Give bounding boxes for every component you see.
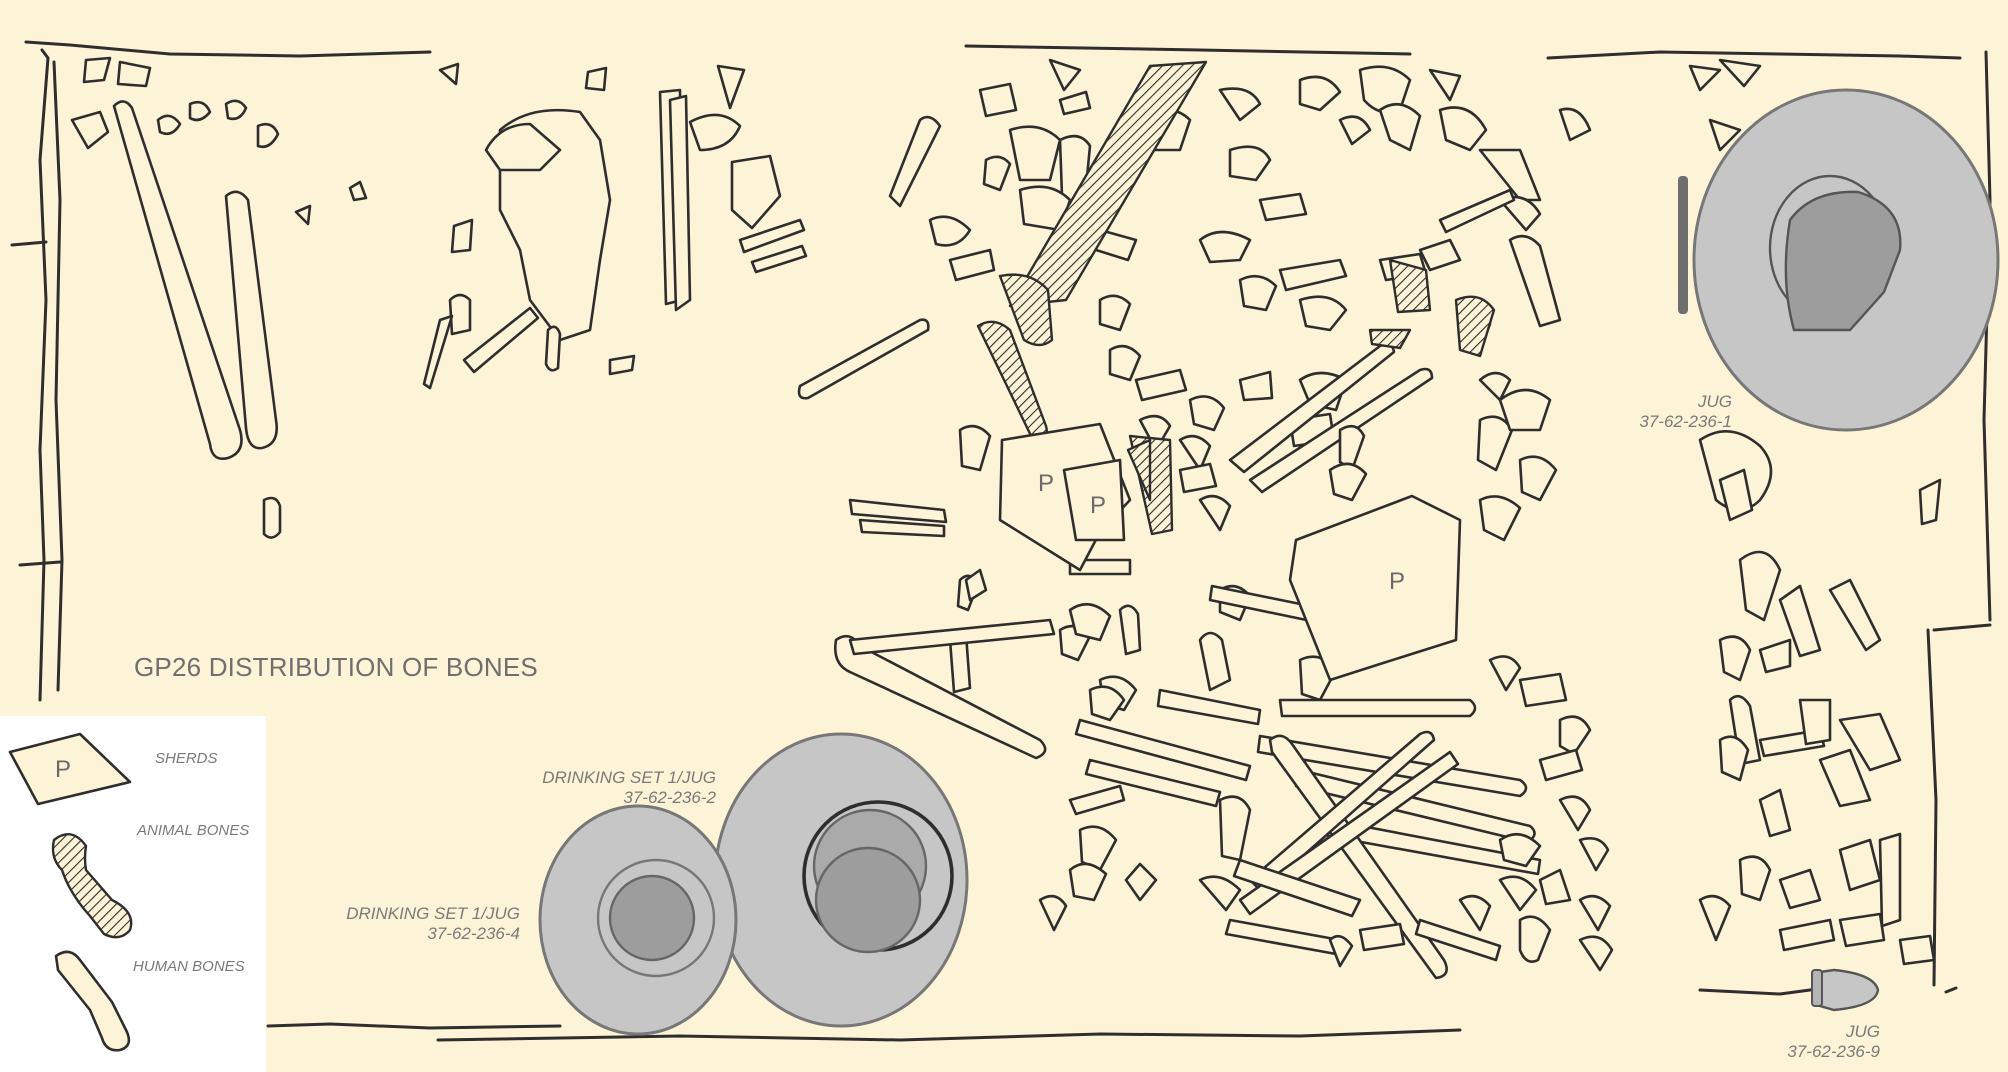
- vessel-drinking-set-2: [713, 732, 969, 1028]
- sherds: [998, 422, 1462, 682]
- human-bones-center: [797, 58, 1614, 980]
- vessel-label-jug-9: JUG 37-62-236-9: [1720, 1022, 1880, 1062]
- vessel-id-jug-9: 37-62-236-9: [1787, 1042, 1880, 1061]
- vessel-id-drinking-set-2: 37-62-236-2: [623, 788, 716, 807]
- human-bones-right: [1688, 58, 1942, 966]
- legend-label-sherds: SHERDS: [155, 750, 218, 767]
- sherd-mark-2: P: [1090, 492, 1107, 519]
- legend-label-animal-bones: ANIMAL BONES: [137, 822, 250, 839]
- human-bones-skull-cluster: [422, 62, 808, 390]
- legend-label-human-bones: HUMAN BONES: [133, 958, 245, 975]
- vessel-name-jug-9: JUG: [1846, 1022, 1880, 1041]
- vessel-label-drinking-set-2: DRINKING SET 1/JUG 37-62-236-2: [480, 768, 716, 808]
- vessel-name-drinking-set-2: DRINKING SET 1/JUG: [542, 768, 716, 787]
- vessel-id-jug-1: 37-62-236-1: [1639, 412, 1732, 431]
- animal-bones: [976, 60, 1496, 536]
- vessel-name-jug-1: JUG: [1698, 392, 1732, 411]
- sherd-mark-1: P: [1038, 470, 1055, 497]
- vessel-jug-1: [1678, 88, 2000, 432]
- plan-title: GP26 DISTRIBUTION OF BONES: [134, 652, 538, 682]
- human-bones-left: [70, 56, 368, 539]
- vessel-label-drinking-set-4: DRINKING SET 1/JUG 37-62-236-4: [284, 904, 520, 944]
- legend-sherd-mark: P: [55, 756, 72, 783]
- vessel-drinking-set-4: [538, 804, 738, 1036]
- vessel-id-drinking-set-4: 37-62-236-4: [427, 924, 520, 943]
- sherd-mark-3: P: [1389, 568, 1406, 595]
- vessel-jug-9: [1811, 968, 1880, 1012]
- vessel-name-drinking-set-4: DRINKING SET 1/JUG: [346, 904, 520, 923]
- vessel-label-jug-1: JUG 37-62-236-1: [1580, 392, 1732, 432]
